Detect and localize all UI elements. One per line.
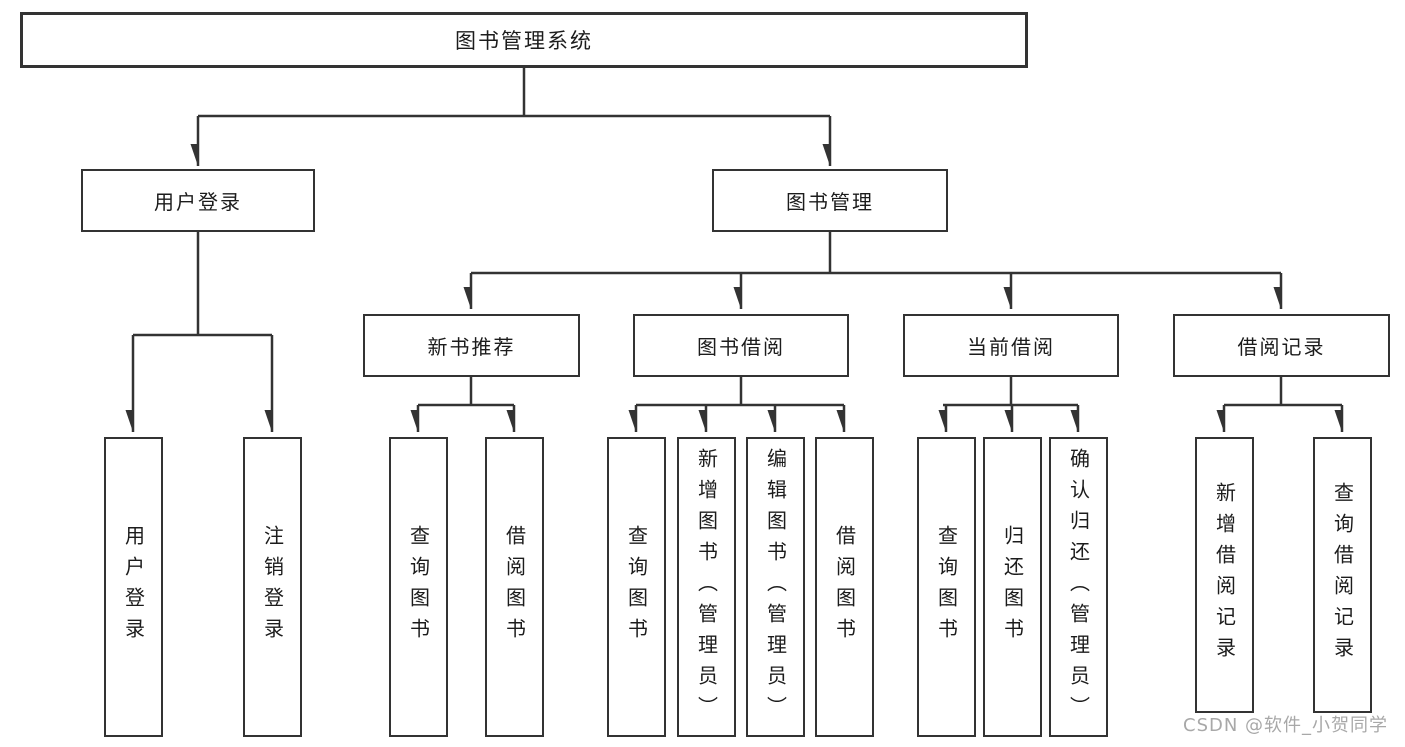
node-root: 图书管理系统 xyxy=(20,12,1028,68)
node-book-borrow: 图书借阅 xyxy=(633,314,849,377)
leaf-confirm-return-admin: 确认归还（管理员） xyxy=(1049,437,1108,737)
node-current-borrow: 当前借阅 xyxy=(903,314,1119,377)
leaf-add-book-admin: 新增图书（管理员） xyxy=(677,437,736,737)
leaf-query-books-2: 查询图书 xyxy=(607,437,666,737)
leaf-edit-book-admin: 编辑图书（管理员） xyxy=(746,437,805,737)
node-new-book-recommend: 新书推荐 xyxy=(363,314,580,377)
watermark-text: CSDN @软件_小贺同学 xyxy=(1183,715,1389,736)
leaf-query-books-1: 查询图书 xyxy=(389,437,448,737)
leaf-query-books-3: 查询图书 xyxy=(917,437,976,737)
leaf-add-borrow-record: 新增借阅记录 xyxy=(1195,437,1254,713)
node-user-login: 用户登录 xyxy=(81,169,315,232)
node-book-management: 图书管理 xyxy=(712,169,948,232)
connector-arrows xyxy=(133,116,1344,432)
leaf-borrow-books-1: 借阅图书 xyxy=(485,437,544,737)
node-borrow-records: 借阅记录 xyxy=(1173,314,1390,377)
leaf-borrow-books-2: 借阅图书 xyxy=(815,437,874,737)
leaf-query-borrow-record: 查询借阅记录 xyxy=(1313,437,1372,713)
leaf-logout-login: 注销登录 xyxy=(243,437,302,737)
leaf-return-books: 归还图书 xyxy=(983,437,1042,737)
leaf-user-login: 用户登录 xyxy=(104,437,163,737)
